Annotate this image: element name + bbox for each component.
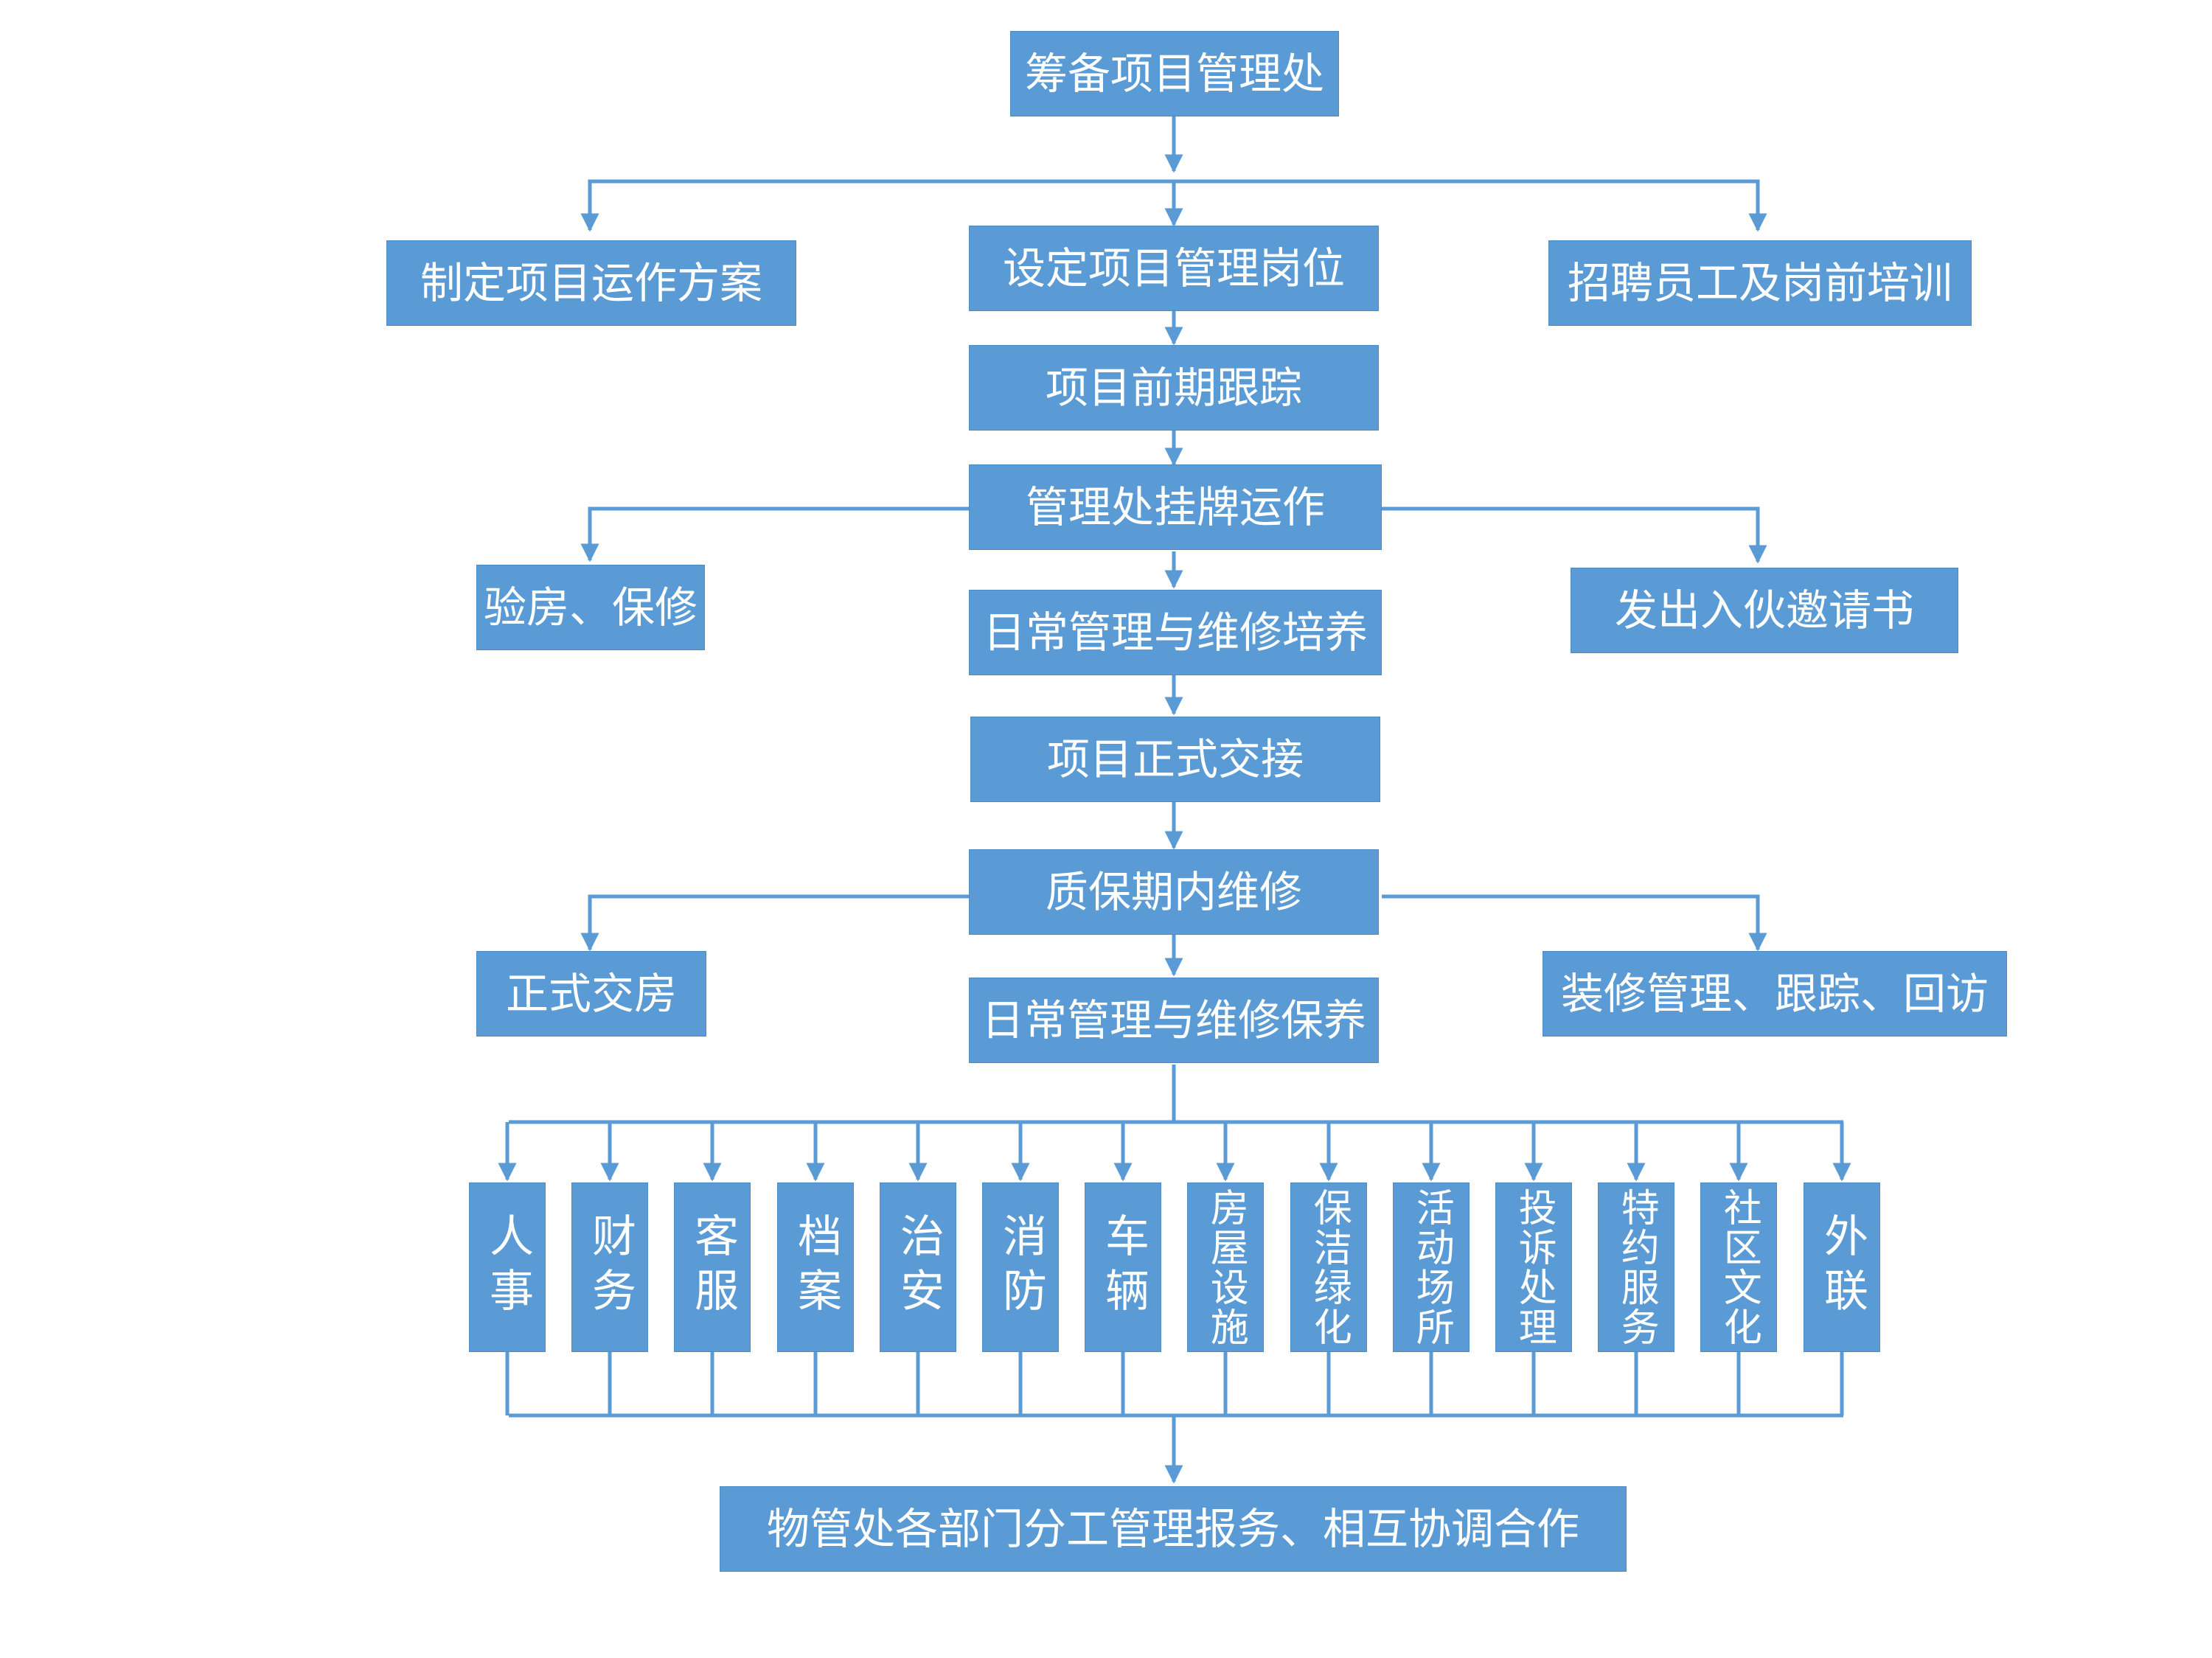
node-handover: 项目正式交接 [970, 717, 1380, 802]
department-box: 档案 [777, 1182, 854, 1352]
department-box: 客服 [674, 1182, 751, 1352]
node-top: 筹备项目管理处 [1010, 31, 1339, 116]
department-label: 客服 [686, 1213, 739, 1322]
department-box: 活动场所 [1393, 1182, 1470, 1352]
node-setup-posts: 设定项目管理岗位 [969, 226, 1379, 311]
department-label: 车辆 [1097, 1213, 1150, 1322]
department-label: 人事 [481, 1213, 534, 1322]
node-warranty: 质保期内维修 [969, 849, 1379, 935]
department-label: 消防 [995, 1213, 1047, 1322]
node-daily-training: 日常管理与维修培养 [969, 590, 1382, 675]
department-label: 保洁绿化 [1307, 1188, 1352, 1347]
node-left-plan: 制定项目运作方案 [386, 240, 796, 326]
node-recruit: 招聘员工及岗前培训 [1548, 240, 1972, 326]
department-label: 房屋设施 [1203, 1188, 1248, 1347]
node-operation: 管理处挂牌运作 [969, 464, 1382, 550]
department-label: 特约服务 [1614, 1188, 1659, 1347]
department-label: 治安 [892, 1213, 945, 1322]
department-box: 人事 [469, 1182, 546, 1352]
node-tracking: 项目前期跟踪 [969, 345, 1379, 431]
node-send-notice: 发出入伙邀请书 [1571, 568, 1958, 653]
department-box: 治安 [880, 1182, 956, 1352]
node-bottom: 物管处各部门分工管理报务、相互协调合作 [720, 1486, 1627, 1572]
node-decoration: 装修管理、跟踪、回访 [1543, 951, 2007, 1037]
department-label: 社区文化 [1717, 1188, 1761, 1347]
node-daily-maintenance: 日常管理与维修保养 [969, 978, 1379, 1063]
department-box: 特约服务 [1598, 1182, 1674, 1352]
department-label: 档案 [790, 1213, 842, 1322]
node-inspect-repair: 验房、保修 [476, 565, 705, 650]
department-box: 投诉处理 [1495, 1182, 1572, 1352]
department-box: 消防 [982, 1182, 1059, 1352]
department-box: 外联 [1804, 1182, 1880, 1352]
department-label: 外联 [1816, 1213, 1868, 1322]
department-box: 保洁绿化 [1290, 1182, 1367, 1352]
node-formal-delivery: 正式交房 [476, 951, 706, 1037]
department-box: 社区文化 [1700, 1182, 1777, 1352]
department-label: 财务 [584, 1213, 636, 1322]
department-box: 财务 [571, 1182, 648, 1352]
department-box: 房屋设施 [1187, 1182, 1264, 1352]
department-label: 投诉处理 [1512, 1188, 1557, 1347]
department-box: 车辆 [1085, 1182, 1161, 1352]
department-label: 活动场所 [1409, 1188, 1454, 1347]
